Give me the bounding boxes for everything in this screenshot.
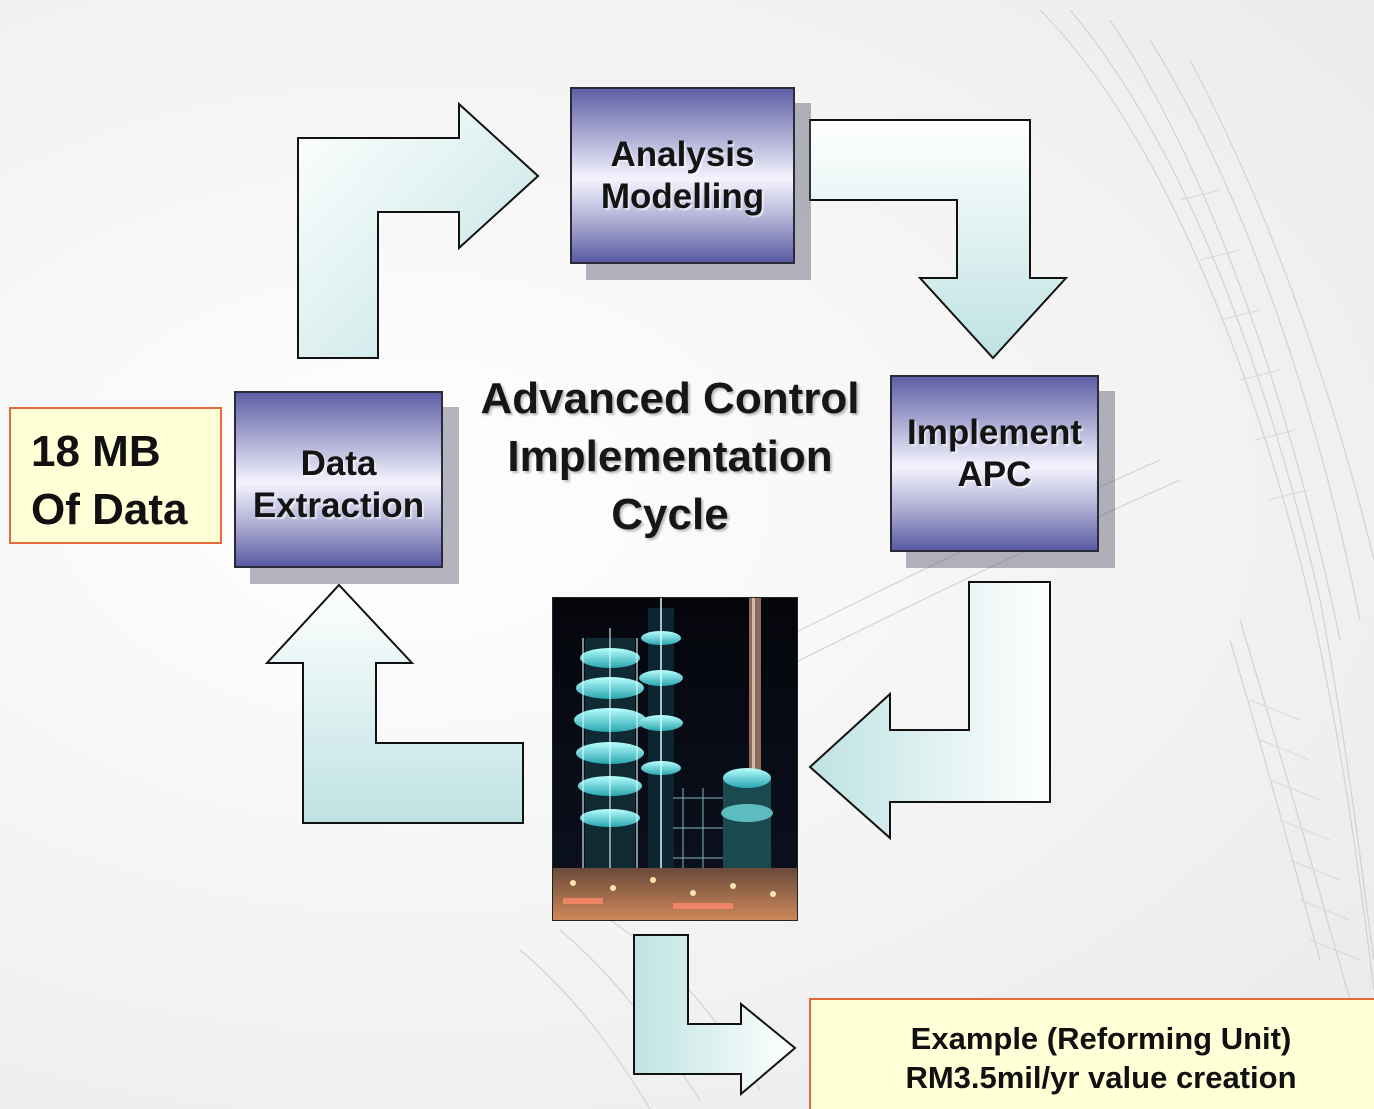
arrow-to-example [633,934,797,1097]
implement-apc-box: Implement APC [890,375,1099,552]
implement-apc-label: Implement APC [906,412,1083,494]
refinery-plant-photo [552,597,798,921]
data-extraction-box: Data Extraction [234,391,443,568]
analysis-modelling-box: Analysis Modelling [570,87,795,264]
arrow-to-plant [808,581,1051,841]
arrow-to-extraction [264,583,524,824]
cycle-title: Advanced Control Implementation Cycle [480,374,860,539]
data-size-callout: 18 MB Of Data [9,407,222,544]
data-size-text: 18 MB Of Data [31,427,188,534]
example-text: Example (Reforming Unit) RM3.5mil/yr val… [905,1021,1297,1095]
arrow-to-implement [809,119,1069,360]
example-callout: Example (Reforming Unit) RM3.5mil/yr val… [809,998,1374,1109]
data-extraction-label: Data Extraction [252,443,425,525]
analysis-modelling-label: Analysis Modelling [600,134,765,216]
arrow-to-analysis [297,101,540,359]
